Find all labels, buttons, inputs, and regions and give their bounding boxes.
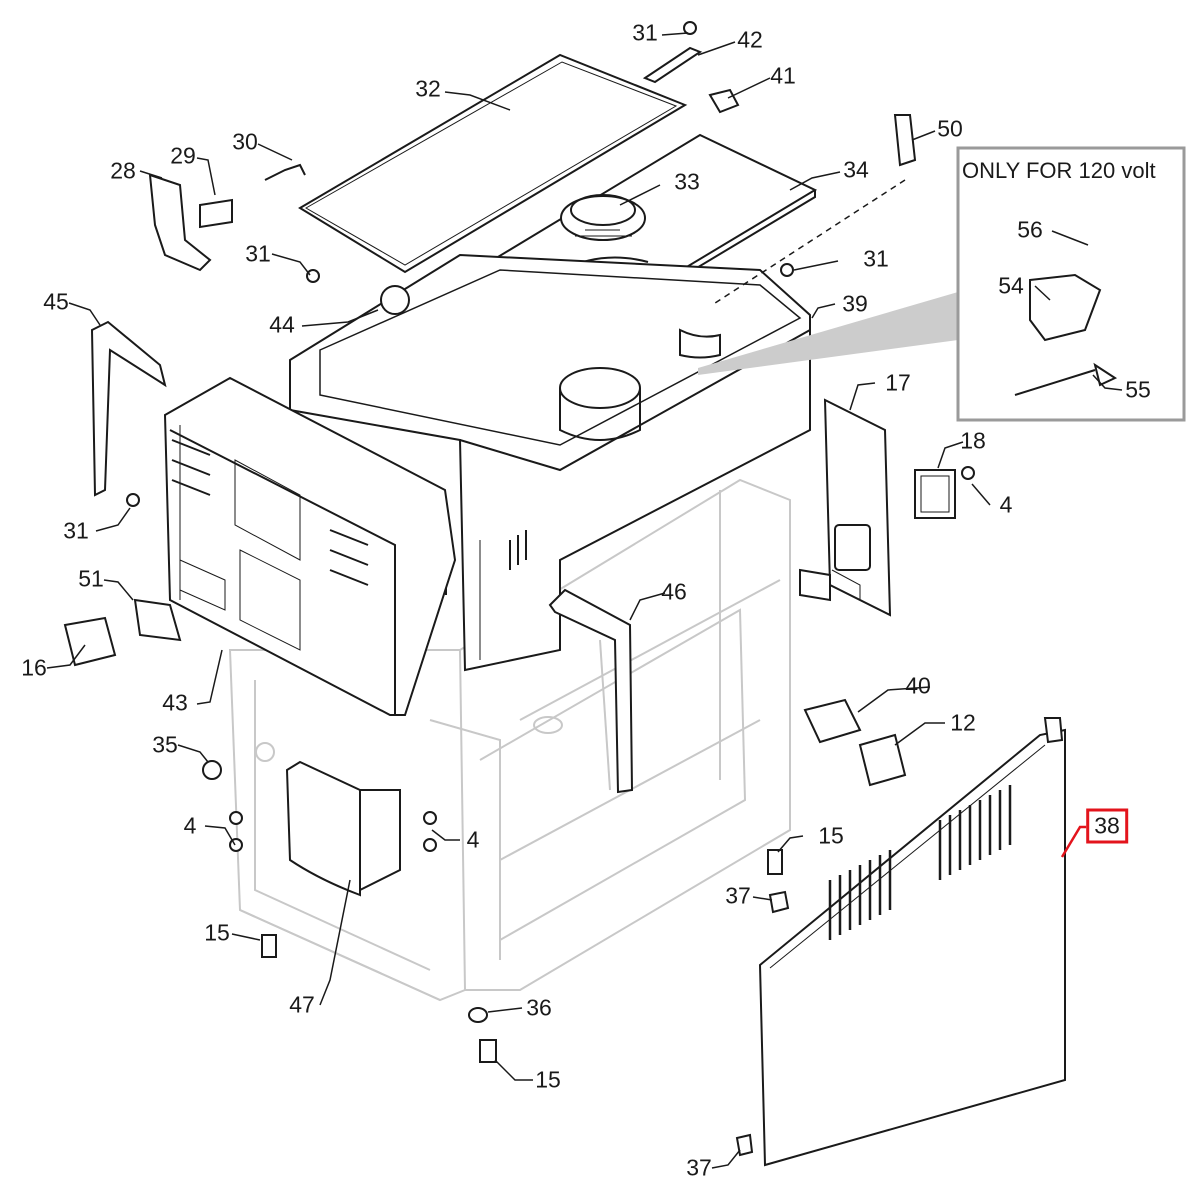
callout-31: 31 — [863, 245, 889, 272]
callout-35: 35 — [152, 731, 178, 758]
knob-44 — [380, 285, 410, 315]
ghost-base-frame — [228, 478, 791, 1002]
inset-switch-54 — [1029, 273, 1102, 342]
callout-4: 4 — [999, 491, 1013, 518]
callout-50: 50 — [937, 115, 963, 142]
screws — [126, 21, 1104, 852]
callout-51: 51 — [78, 565, 104, 592]
callout-54: 54 — [998, 272, 1024, 299]
callout-4: 4 — [466, 826, 480, 853]
callout-47: 47 — [289, 991, 315, 1018]
inset-cable-55 — [1014, 369, 1096, 396]
callout-42: 42 — [737, 26, 763, 53]
side-panel-38 — [758, 717, 1066, 1167]
small-parts — [63, 21, 1104, 1157]
callout-37: 37 — [725, 882, 751, 909]
callout-15: 15 — [204, 919, 230, 946]
callout-56: 56 — [1017, 216, 1043, 243]
callout-18: 18 — [960, 427, 986, 454]
socket-12 — [858, 733, 907, 787]
callout-15: 15 — [818, 822, 844, 849]
foot-15a — [767, 849, 783, 875]
tray-lid-32 — [298, 53, 688, 274]
callout-37: 37 — [686, 1154, 712, 1181]
callout-39: 39 — [842, 290, 868, 317]
callout-15: 15 — [535, 1066, 561, 1093]
cable-30 — [264, 163, 306, 181]
door-47 — [285, 760, 401, 897]
bracket-51 — [133, 598, 182, 642]
main-body-housing — [289, 253, 811, 672]
side-trim-45 — [90, 320, 167, 497]
gasket-18 — [914, 469, 956, 519]
callout-4: 4 — [183, 812, 197, 839]
callout-12: 12 — [950, 709, 976, 736]
callout-44: 44 — [269, 311, 295, 338]
pcb-17 — [799, 398, 892, 617]
front-panel-43 — [163, 376, 457, 716]
leader-lines — [46, 32, 1123, 1169]
bracket-28 — [148, 173, 212, 272]
callout-55: 55 — [1125, 376, 1151, 403]
callout-43: 43 — [162, 689, 188, 716]
hinge-42 — [642, 46, 703, 84]
trim-46 — [548, 588, 634, 794]
assembly-dashed-line — [711, 179, 906, 306]
callout-28: 28 — [110, 157, 136, 184]
cover-16 — [63, 616, 117, 667]
callout-31: 31 — [245, 240, 271, 267]
switch-40 — [803, 698, 862, 744]
callout-32: 32 — [415, 75, 441, 102]
callout-31: 31 — [632, 19, 658, 46]
callout-45: 45 — [43, 288, 69, 315]
callout-29: 29 — [170, 142, 196, 169]
foot-15c — [479, 1039, 497, 1063]
callout-41: 41 — [770, 62, 796, 89]
inset-title: ONLY FOR 120 volt — [962, 158, 1156, 183]
ring-35 — [202, 760, 222, 780]
clip-37b — [735, 1133, 754, 1157]
callout-16: 16 — [21, 654, 47, 681]
callout-33: 33 — [674, 168, 700, 195]
callout-40: 40 — [905, 672, 931, 699]
callout-34: 34 — [843, 156, 869, 183]
inset-box — [698, 146, 1186, 422]
inset-pointer — [698, 292, 958, 375]
card-29 — [199, 198, 233, 229]
callout-46: 46 — [661, 578, 687, 605]
callout-17: 17 — [885, 369, 911, 396]
valve-50 — [893, 114, 917, 167]
clip-41 — [708, 88, 740, 114]
side-panel-vent-slots — [828, 785, 1012, 940]
callout-36: 36 — [526, 994, 552, 1021]
clip-37a — [768, 890, 790, 914]
foot-15b — [261, 934, 277, 958]
front-panel-slots — [171, 439, 369, 586]
callout-38-highlighted: 38 — [1086, 808, 1128, 844]
callout-31: 31 — [63, 517, 89, 544]
pin-36 — [468, 1007, 488, 1023]
callout-30: 30 — [232, 128, 258, 155]
